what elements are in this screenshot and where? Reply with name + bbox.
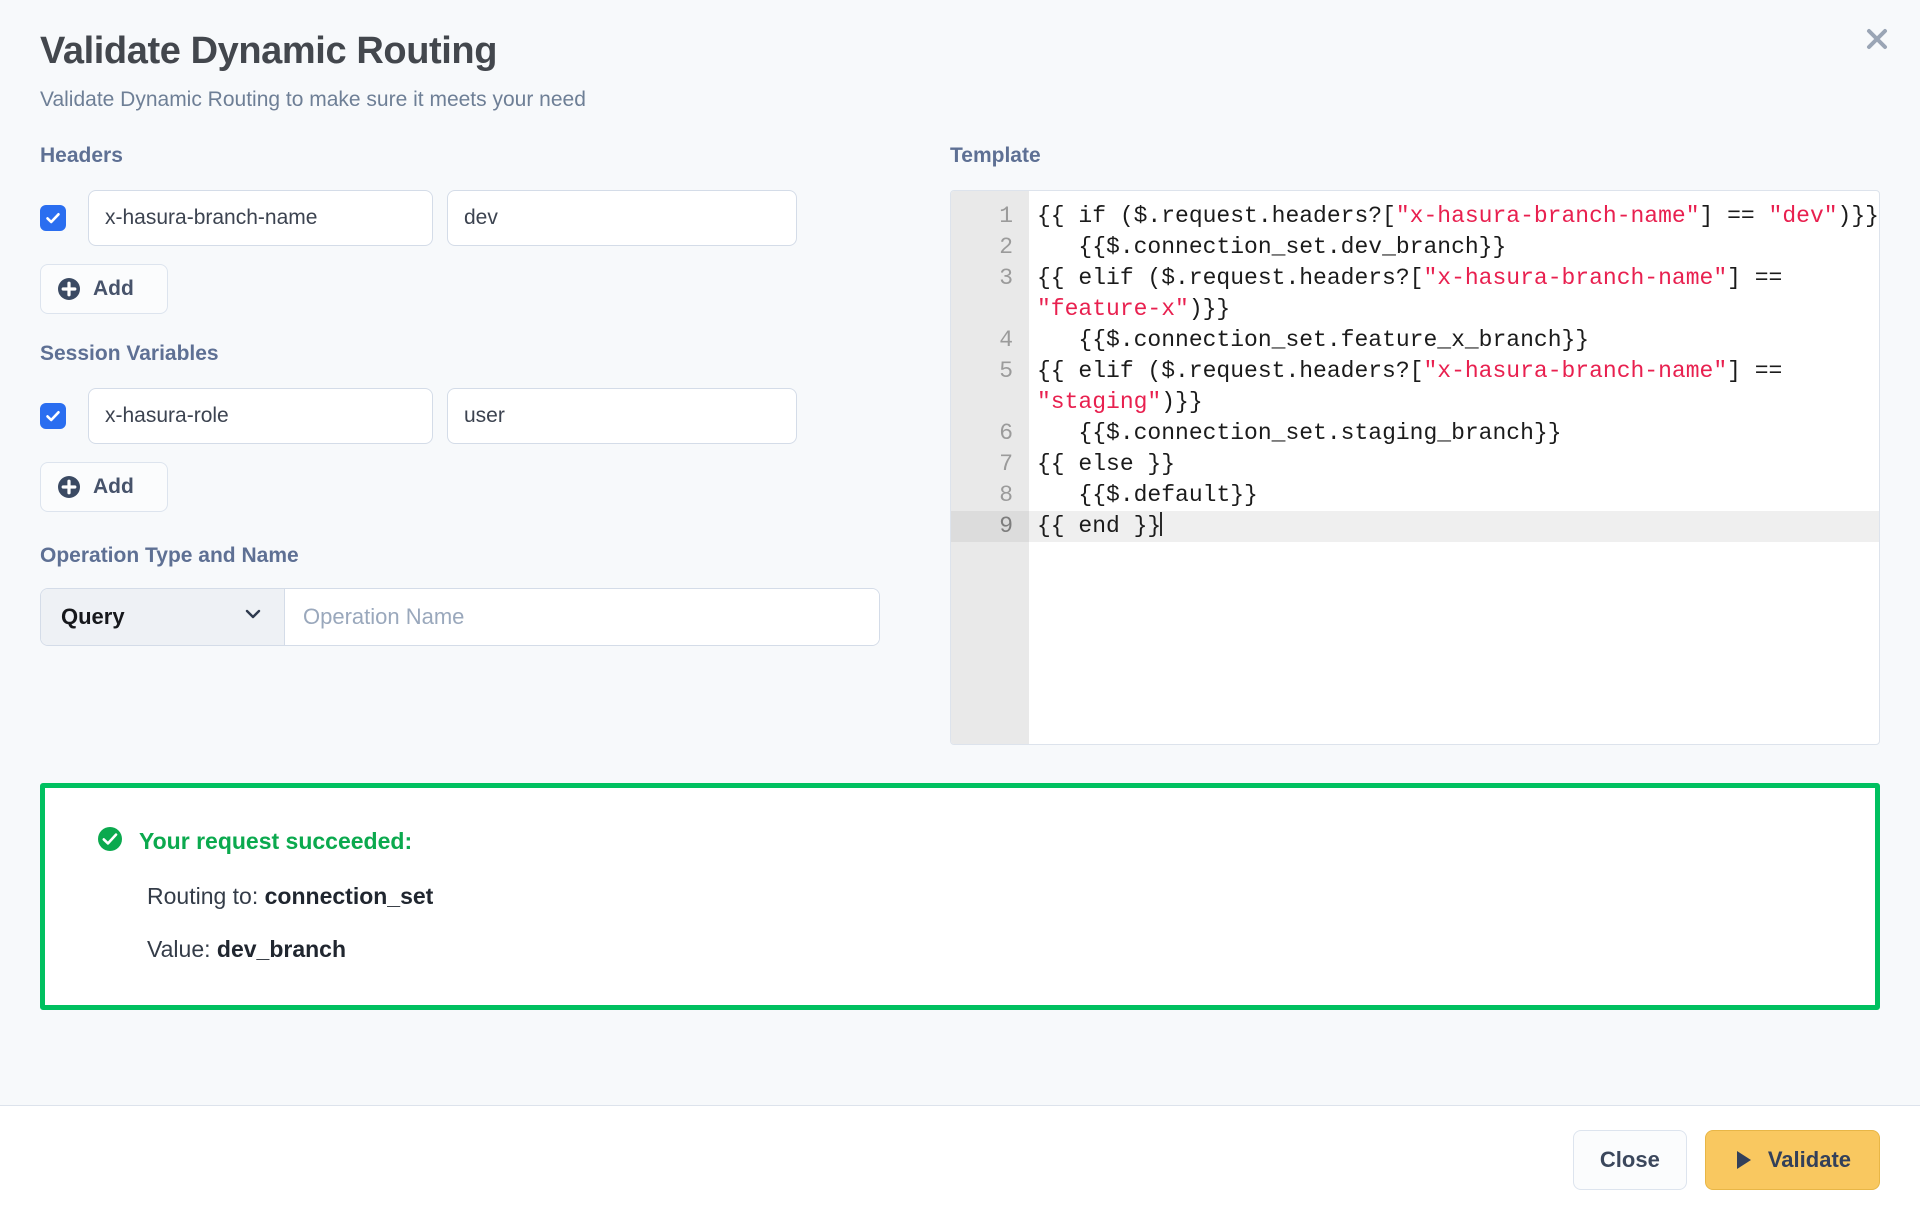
- routing-value: connection_set: [264, 882, 434, 909]
- session-value-input[interactable]: [447, 387, 797, 444]
- header-value-input[interactable]: [447, 189, 797, 246]
- result-heading-row: Your request succeeded:: [97, 826, 1875, 857]
- code-line: {{ if ($.request.headers?["x-hasura-bran…: [1037, 202, 1879, 229]
- validate-label: Validate: [1767, 1147, 1851, 1172]
- value-label: Value:: [147, 935, 211, 962]
- result-routing-line: Routing to: connection_set: [147, 883, 1875, 910]
- session-row: [40, 387, 890, 444]
- line-number: 4: [999, 326, 1013, 353]
- code-line: {{ elif ($.request.headers?["x-hasura-br…: [1037, 264, 1797, 322]
- form-column: Headers Add Session Var: [40, 144, 890, 745]
- operation-type-select[interactable]: Query: [41, 588, 285, 645]
- session-enabled-checkbox[interactable]: [40, 402, 66, 429]
- result-value-line: Value: dev_branch: [147, 936, 1875, 963]
- template-section-label: Template: [950, 143, 1041, 167]
- code-line: {{ end }}: [1029, 510, 1879, 542]
- code-line: {{$.connection_set.dev_branch}}: [1037, 233, 1507, 260]
- text-caret: [1160, 511, 1163, 536]
- operation-type-value: Query: [61, 603, 125, 629]
- add-session-variable-label: Add: [93, 474, 134, 498]
- close-icon: [1864, 26, 1890, 52]
- code-line: {{$.connection_set.feature_x_branch}}: [1037, 326, 1590, 353]
- operation-row: Query: [40, 587, 880, 646]
- close-button-footer[interactable]: Close: [1572, 1130, 1687, 1190]
- line-number: 9: [951, 510, 1029, 542]
- code-line: {{$.default}}: [1037, 481, 1258, 508]
- line-number: 7: [999, 450, 1013, 477]
- check-icon: [45, 210, 61, 226]
- line-number: 8: [999, 481, 1013, 508]
- value-value: dev_branch: [216, 935, 347, 962]
- operation-name-input[interactable]: [285, 588, 879, 645]
- page-title: Validate Dynamic Routing: [40, 30, 498, 72]
- session-key-input[interactable]: [88, 387, 433, 444]
- header-key-input[interactable]: [88, 189, 433, 246]
- line-number: 5: [999, 357, 1013, 384]
- check-icon: [45, 408, 61, 424]
- line-number: 6: [999, 419, 1013, 446]
- operation-section-label: Operation Type and Name: [40, 543, 299, 567]
- dialog-footer: Close Validate: [0, 1105, 1920, 1214]
- add-session-variable-button[interactable]: Add: [40, 461, 168, 512]
- chevron-down-icon: [242, 603, 264, 630]
- close-button[interactable]: [1856, 18, 1898, 60]
- editor-code-content[interactable]: {{ if ($.request.headers?["x-hasura-bran…: [1029, 191, 1879, 744]
- dialog-header: Validate Dynamic Routing Validate Dynami…: [0, 0, 1920, 112]
- validate-button[interactable]: Validate: [1704, 1130, 1880, 1190]
- add-header-label: Add: [93, 276, 134, 300]
- plus-circle-icon: [57, 475, 81, 499]
- code-line: {{ else }}: [1037, 450, 1176, 477]
- page-subtitle: Validate Dynamic Routing to make sure it…: [40, 87, 586, 111]
- session-section-label: Session Variables: [40, 341, 219, 365]
- line-number: 1: [999, 202, 1013, 229]
- line-number: 2: [999, 233, 1013, 260]
- validation-result-panel: Your request succeeded: Routing to: conn…: [40, 782, 1880, 1010]
- play-icon: [1734, 1149, 1754, 1171]
- routing-label: Routing to:: [147, 882, 259, 909]
- dialog-body: Headers Add Session Var: [0, 112, 1920, 745]
- header-row: [40, 189, 890, 246]
- success-check-icon: [97, 826, 123, 857]
- add-header-button[interactable]: Add: [40, 263, 168, 314]
- header-enabled-checkbox[interactable]: [40, 204, 66, 231]
- headers-section-label: Headers: [40, 143, 123, 167]
- code-line: {{ elif ($.request.headers?["x-hasura-br…: [1037, 357, 1797, 415]
- result-heading: Your request succeeded:: [139, 827, 413, 854]
- line-number: 3: [999, 264, 1013, 291]
- code-line: {{$.connection_set.staging_branch}}: [1037, 419, 1562, 446]
- plus-circle-icon: [57, 277, 81, 301]
